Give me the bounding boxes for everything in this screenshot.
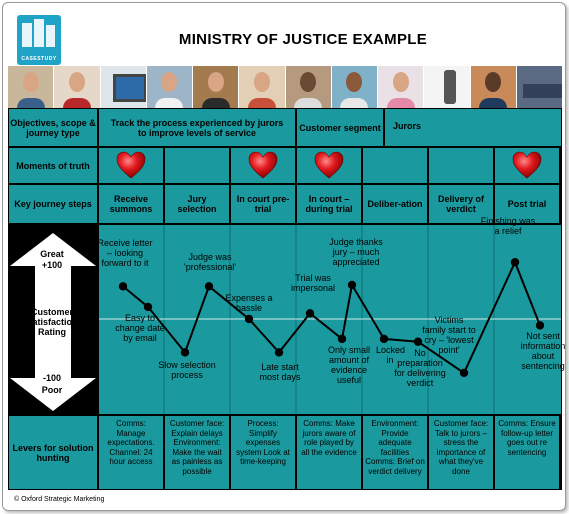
journey-point-label: Judge thanks jury – much appreciated (329, 236, 383, 267)
journey-point (535, 321, 545, 330)
journey-point (413, 337, 423, 346)
journey-line (122, 259, 541, 375)
moment-cell (429, 148, 493, 183)
photo-man (193, 66, 240, 108)
scale-minus100-label: -100 (42, 373, 61, 383)
lever-cell: Process: Simplify expenses system Look a… (231, 416, 295, 489)
journey-point-label: Only small amount of evidence useful (327, 344, 370, 385)
heart-icon (116, 151, 146, 179)
rating-header: Customer Satisfaction Rating (26, 307, 78, 337)
journey-step-4: In court – during trial (297, 185, 361, 223)
journey-point (118, 282, 128, 291)
journey-point (204, 282, 214, 291)
lever-cell: Environment: Provide adequate facilities… (363, 416, 427, 489)
photo-woman (239, 66, 286, 108)
lever-cell: Comms: Make jurors aware of role played … (297, 416, 361, 489)
lever-cell: Comms: Ensure follow-up letter goes out … (495, 416, 559, 489)
lever-cell: Customer face: Explain delays Environmen… (165, 416, 229, 489)
moment-cell (99, 148, 163, 183)
journey-point (305, 309, 315, 318)
lever-cell: Comms: Manage expectations. Channel: 24 … (99, 416, 163, 489)
logo-caption: CASESTUDY (21, 56, 57, 62)
journey-point-label: Late start most days (259, 362, 301, 383)
journey-point-label: Expenses a hassle (225, 293, 273, 313)
journey-point-label: No preparation for delivering verdict (394, 347, 446, 388)
moment-cell (231, 148, 295, 183)
journey-step-5: Deliber-ation (363, 185, 427, 223)
photo-man (146, 66, 193, 108)
case-study-logo: CASESTUDY (17, 15, 61, 65)
journey-step-6: Delivery of verdict (429, 185, 493, 223)
journey-point (244, 314, 254, 324)
photo-boy (331, 66, 378, 108)
photo-woman (8, 66, 55, 108)
journey-point-label: Easy to change date by email (115, 312, 165, 343)
moment-cell (495, 148, 559, 183)
moment-cell (363, 148, 427, 183)
lever-cell: Customer face: Talk to jurors – stress t… (429, 416, 493, 489)
journey-map-grid: Objectives, scope & journey type Track t… (8, 108, 565, 490)
journey-step-2: Jury selection (165, 185, 229, 223)
objectives-header: Objectives, scope & journey type (9, 109, 97, 146)
photo-man (285, 66, 332, 108)
photo-office (516, 66, 562, 108)
journey-point (510, 258, 520, 267)
heart-icon (248, 151, 278, 179)
objective-text: Track the process experienced by jurors … (99, 109, 295, 146)
photo-girl (378, 66, 425, 108)
journey-point-label: Finishing was a relief (480, 216, 536, 237)
journey-step-7: Post trial (495, 185, 559, 223)
page-title: MINISTRY OF JUSTICE EXAMPLE (178, 31, 428, 48)
photo-woman (54, 66, 101, 108)
journey-point-label: Slow selection process (158, 360, 216, 381)
levers-header: Levers for solution hunting (9, 416, 97, 489)
segment-header: Customer segment (297, 109, 383, 146)
photo-man (470, 66, 517, 108)
heart-icon (512, 151, 542, 179)
moments-header: Moments of truth (9, 148, 97, 183)
scale-plus100-label: +100 (41, 260, 63, 270)
photo-mobile-phone (424, 66, 471, 108)
scale-arrow-icon (10, 233, 96, 411)
journey-point (143, 302, 153, 312)
moment-cell (165, 148, 229, 183)
journey-point (459, 368, 469, 378)
journey-line-chart (99, 225, 561, 414)
journey-step-3: In court pre-trial (231, 185, 295, 223)
journey-point (337, 334, 347, 344)
journey-step-1: Receive summons (99, 185, 163, 223)
journey-point-label: Trial was impersonal (290, 273, 336, 294)
footer-copyright: © Oxford Strategic Marketing (14, 496, 105, 503)
journey-point-label: Receive letter – looking forward to it (97, 238, 153, 269)
scale-great-label: Great (40, 249, 64, 259)
scale-poor-label: Poor (41, 385, 63, 395)
journey-point (379, 334, 389, 344)
journey-point-label: Locked in (376, 344, 406, 365)
steps-header: Key journey steps (9, 185, 97, 223)
journey-point (274, 348, 284, 357)
segment-value: Jurors (385, 109, 561, 146)
photo-television (100, 66, 147, 108)
journey-point-label: Judge was 'professional' (184, 252, 236, 273)
photo-strip (8, 66, 562, 108)
journey-point (347, 280, 357, 290)
journey-point-label: Victims family start to cry – 'lowest po… (422, 314, 476, 355)
journey-point (180, 348, 190, 357)
journey-point-label: Not sent information about sentencing (520, 331, 566, 372)
heart-icon (314, 151, 344, 179)
moment-cell (297, 148, 361, 183)
